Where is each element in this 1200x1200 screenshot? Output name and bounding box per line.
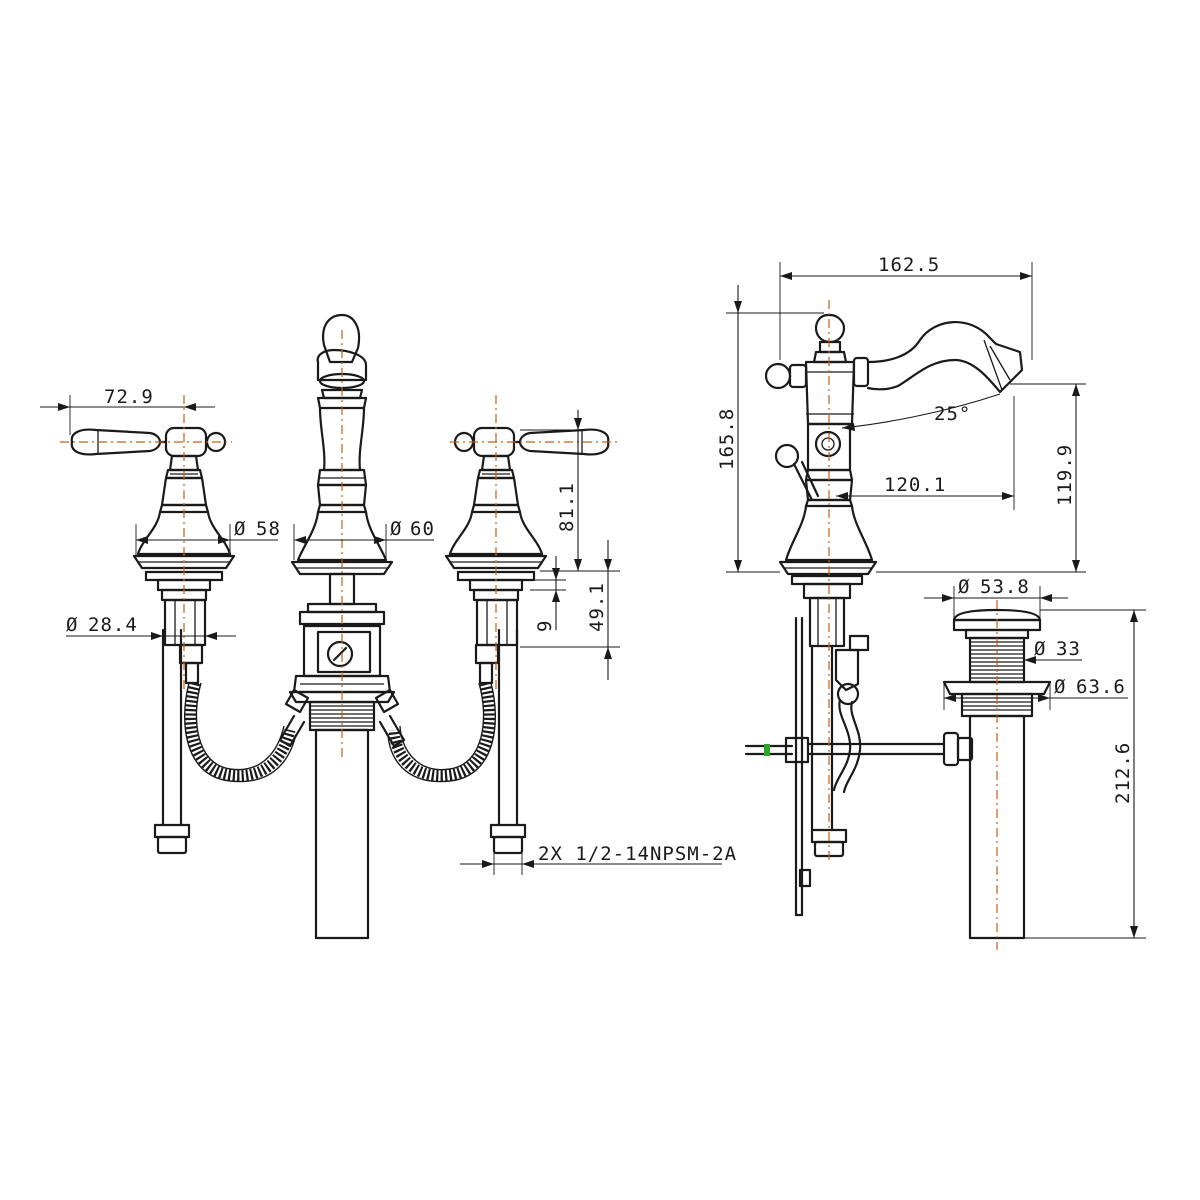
side-dimensions: 162.5 165.8 25° 120.1 119.9 xyxy=(716,254,1086,573)
dim-base-dia-spout-symbol: Ø xyxy=(390,518,402,540)
dim-overall-height: 165.8 xyxy=(716,408,738,470)
dim-flange-dia: 63.6 xyxy=(1076,676,1126,698)
dim-handle-height: 81.1 xyxy=(556,482,578,532)
dim-thread-dia: 33 xyxy=(1056,638,1081,660)
side-view: 162.5 165.8 25° 120.1 119.9 xyxy=(716,254,1086,917)
dim-flange-dia-symbol: Ø xyxy=(1054,676,1066,698)
dim-spout-height: 119.9 xyxy=(1054,444,1076,506)
drain-dimensions: Ø 53.8 Ø 33 Ø 63.6 212.6 xyxy=(924,576,1146,939)
dim-base-dia-handle: 58 xyxy=(256,518,281,540)
dim-drain-length: 212.6 xyxy=(1112,742,1134,804)
dim-thread-dia-symbol: Ø xyxy=(1034,638,1046,660)
thread-callout: 2X 1/2-14NPSM-2A xyxy=(538,843,737,865)
dim-cap-dia-symbol: Ø xyxy=(958,576,970,598)
right-handle xyxy=(444,426,610,570)
dim-base-dia-spout: 60 xyxy=(410,518,435,540)
dim-spout-angle: 25° xyxy=(934,403,971,425)
dim-cap-dia: 53.8 xyxy=(980,576,1030,598)
left-handle xyxy=(70,426,236,570)
tee-pipe xyxy=(278,688,406,940)
dim-shank-dia-symbol: Ø xyxy=(66,614,78,636)
side-underside xyxy=(744,574,974,917)
side-faucet-body xyxy=(764,313,1024,576)
dim-spout-reach: 120.1 xyxy=(884,474,946,496)
front-view: 72.9 Ø 58 Ø 60 Ø 28.4 xyxy=(40,313,737,940)
hoses xyxy=(184,681,496,783)
dim-shank-length: 49.1 xyxy=(586,582,608,632)
dim-base-dia-handle-symbol: Ø xyxy=(234,518,246,540)
dim-overall-depth: 162.5 xyxy=(878,254,940,276)
front-centerlines xyxy=(60,330,620,760)
dim-nut-gap: 9 xyxy=(534,620,556,632)
dim-handle-span: 72.9 xyxy=(104,386,154,408)
front-dimensions: 72.9 Ø 58 Ø 60 Ø 28.4 xyxy=(40,386,737,875)
dim-shank-dia: 28.4 xyxy=(88,614,138,636)
drain-view: Ø 53.8 Ø 33 Ø 63.6 212.6 xyxy=(924,576,1146,950)
